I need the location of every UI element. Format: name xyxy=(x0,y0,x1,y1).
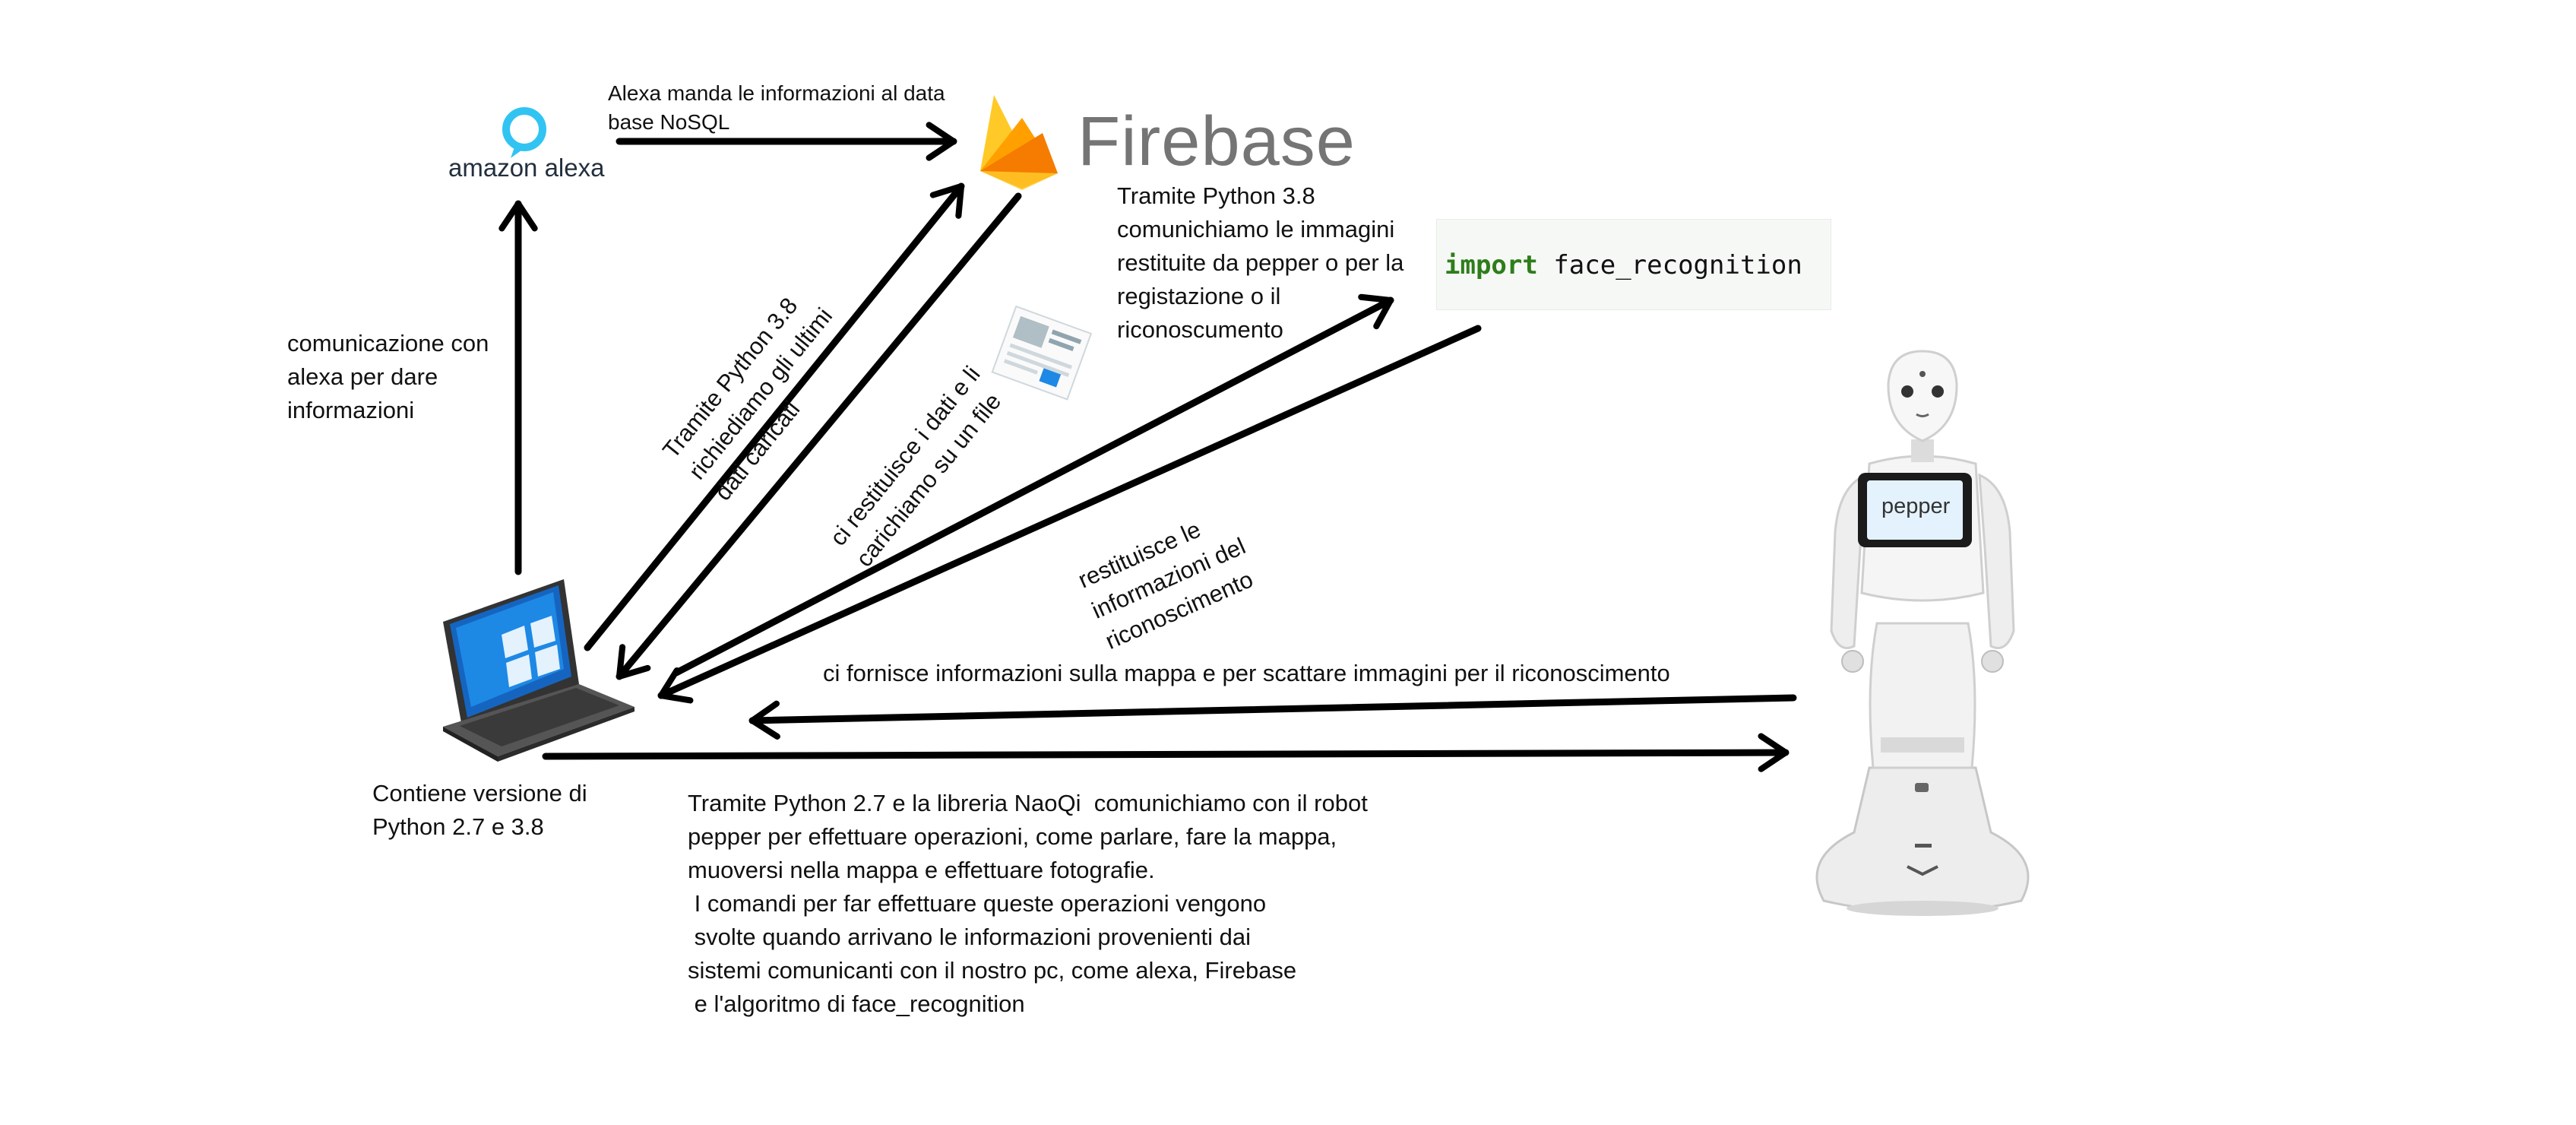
face-recognition-code: import face_recognition xyxy=(1436,219,1831,310)
label-alexa-to-firebase: Alexa manda le informazioni al data base… xyxy=(608,81,945,134)
pepper-robot-icon xyxy=(1815,350,2030,916)
code-module: face_recognition xyxy=(1553,250,1802,280)
arrow-pepper-to-laptop xyxy=(748,694,1797,740)
firebase-flame-icon xyxy=(980,95,1058,190)
label-naoqi-description: Tramite Python 2.7 e la libreria NaoQi c… xyxy=(688,790,1368,1017)
label-python38-images: Tramite Python 3.8 comunichiamo le immag… xyxy=(1117,182,1404,343)
arrow-face-recognition-to-laptop xyxy=(657,325,1482,704)
alexa-wordmark: amazon alexa xyxy=(448,154,605,182)
label-alexa-communication: comunicazione con alexa per dare informa… xyxy=(287,330,489,423)
laptop-icon xyxy=(443,579,635,762)
label-pc-versions: Contiene versione di Python 2.7 e 3.8 xyxy=(372,780,587,840)
arrow-laptop-to-firebase xyxy=(584,182,965,651)
arrow-firebase-to-laptop xyxy=(616,192,1022,680)
pepper-screen-label: pepper xyxy=(1881,494,1951,518)
arrow-laptop-to-pepper xyxy=(542,733,1790,772)
arrow-laptop-to-face-recognition xyxy=(672,293,1394,677)
label-pepper-provides: ci fornisce informazioni sulla mappa e p… xyxy=(823,660,1670,686)
firebase-wordmark: Firebase xyxy=(1078,103,1356,180)
code-keyword: import xyxy=(1445,250,1538,280)
alexa-logo-icon xyxy=(502,107,546,158)
document-icon xyxy=(991,305,1093,401)
